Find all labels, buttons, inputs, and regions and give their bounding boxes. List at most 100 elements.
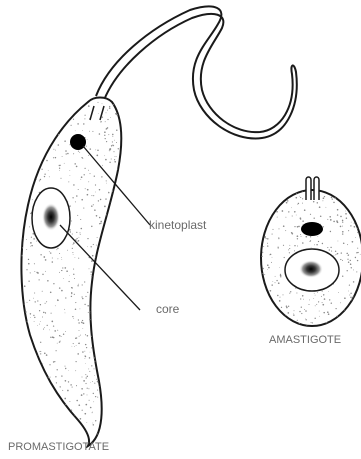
stipple-dot (19, 140, 20, 141)
stipple-dot (283, 225, 285, 227)
stipple-dot (88, 368, 89, 369)
stipple-dot (59, 272, 60, 273)
stipple-dot (93, 393, 94, 394)
stipple-dot (58, 412, 59, 413)
stipple-dot (95, 396, 96, 397)
stipple-dot (69, 401, 70, 402)
stipple-dot (84, 351, 85, 352)
stipple-dot (350, 225, 351, 226)
stipple-dot (337, 315, 338, 316)
stipple-dot (271, 194, 272, 195)
stipple-dot (281, 307, 282, 308)
stipple-dot (90, 148, 91, 149)
stipple-dot (105, 198, 106, 199)
stipple-dot (86, 347, 87, 348)
stipple-dot (123, 259, 124, 260)
stipple-dot (22, 386, 23, 387)
stipple-dot (38, 355, 39, 356)
stipple-dot (357, 232, 358, 233)
stipple-dot (285, 315, 286, 316)
stipple-dot (50, 337, 51, 338)
stipple-dot (80, 335, 81, 336)
stipple-dot (289, 248, 290, 249)
stipple-dot (106, 180, 107, 181)
stipple-dot (29, 300, 30, 301)
stipple-dot (39, 351, 40, 352)
stipple-dot (99, 217, 101, 219)
stipple-dot (269, 196, 271, 198)
stipple-dot (37, 325, 38, 326)
stipple-dot (106, 141, 107, 142)
stipple-dot (76, 400, 78, 402)
stipple-dot (92, 255, 94, 257)
stipple-dot (40, 254, 41, 255)
stipple-dot (31, 118, 32, 119)
stipple-dot (101, 344, 102, 345)
stipple-dot (34, 380, 36, 382)
stipple-dot (118, 382, 119, 383)
stipple-dot (262, 252, 263, 253)
stipple-dot (40, 114, 41, 115)
stipple-dot (64, 427, 65, 428)
stipple-dot (21, 306, 22, 307)
stipple-dot (338, 292, 339, 293)
stipple-dot (106, 112, 107, 113)
stipple-dot (263, 224, 264, 225)
promastigote-nucleus (42, 203, 60, 231)
stipple-dot (43, 435, 45, 437)
stipple-dot (52, 96, 53, 97)
stipple-dot (99, 189, 100, 190)
stipple-dot (280, 319, 281, 320)
stipple-dot (43, 329, 44, 330)
stipple-dot (53, 157, 54, 158)
stipple-dot (87, 335, 89, 337)
stipple-dot (87, 394, 88, 395)
stipple-dot (100, 122, 101, 123)
stipple-dot (337, 209, 339, 211)
stipple-dot (265, 308, 266, 309)
stipple-dot (47, 280, 49, 282)
stipple-dot (117, 196, 118, 197)
stipple-dot (57, 330, 58, 331)
stipple-dot (109, 252, 110, 253)
stipple-dot (318, 301, 319, 302)
stipple-dot (24, 351, 25, 352)
stipple-dot (75, 302, 76, 303)
stipple-dot (24, 285, 26, 287)
stipple-dot (69, 144, 70, 145)
stipple-dot (124, 382, 125, 383)
stipple-dot (61, 270, 62, 271)
stipple-dot (120, 402, 121, 403)
stipple-dot (115, 113, 116, 114)
stipple-dot (59, 168, 60, 169)
stipple-dot (87, 139, 88, 140)
stipple-dot (337, 241, 338, 242)
stipple-dot (20, 175, 21, 176)
stipple-dot (64, 111, 65, 112)
stipple-dot (107, 110, 108, 111)
stipple-dot (274, 309, 275, 310)
stipple-dot (357, 202, 358, 203)
stipple-dot (80, 219, 81, 220)
stipple-dot (343, 313, 344, 314)
stipple-dot (322, 304, 324, 306)
stipple-dot (121, 407, 123, 409)
stipple-dot (113, 410, 115, 412)
stipple-dot (78, 284, 79, 285)
stipple-dot (324, 189, 326, 191)
stipple-dot (102, 393, 103, 394)
stipple-dot (77, 123, 79, 125)
stipple-dot (104, 206, 106, 208)
stipple-dot (47, 98, 49, 100)
stipple-dot (272, 202, 273, 203)
stipple-dot (116, 271, 117, 272)
stipple-dot (85, 374, 86, 375)
stipple-dot (30, 107, 31, 108)
stipple-dot (271, 203, 273, 205)
stipple-dot (75, 308, 77, 310)
stipple-dot (111, 283, 112, 284)
stipple-dot (263, 246, 264, 247)
stipple-dot (34, 263, 35, 264)
stipple-dot (121, 181, 122, 182)
stipple-dot (124, 166, 125, 167)
